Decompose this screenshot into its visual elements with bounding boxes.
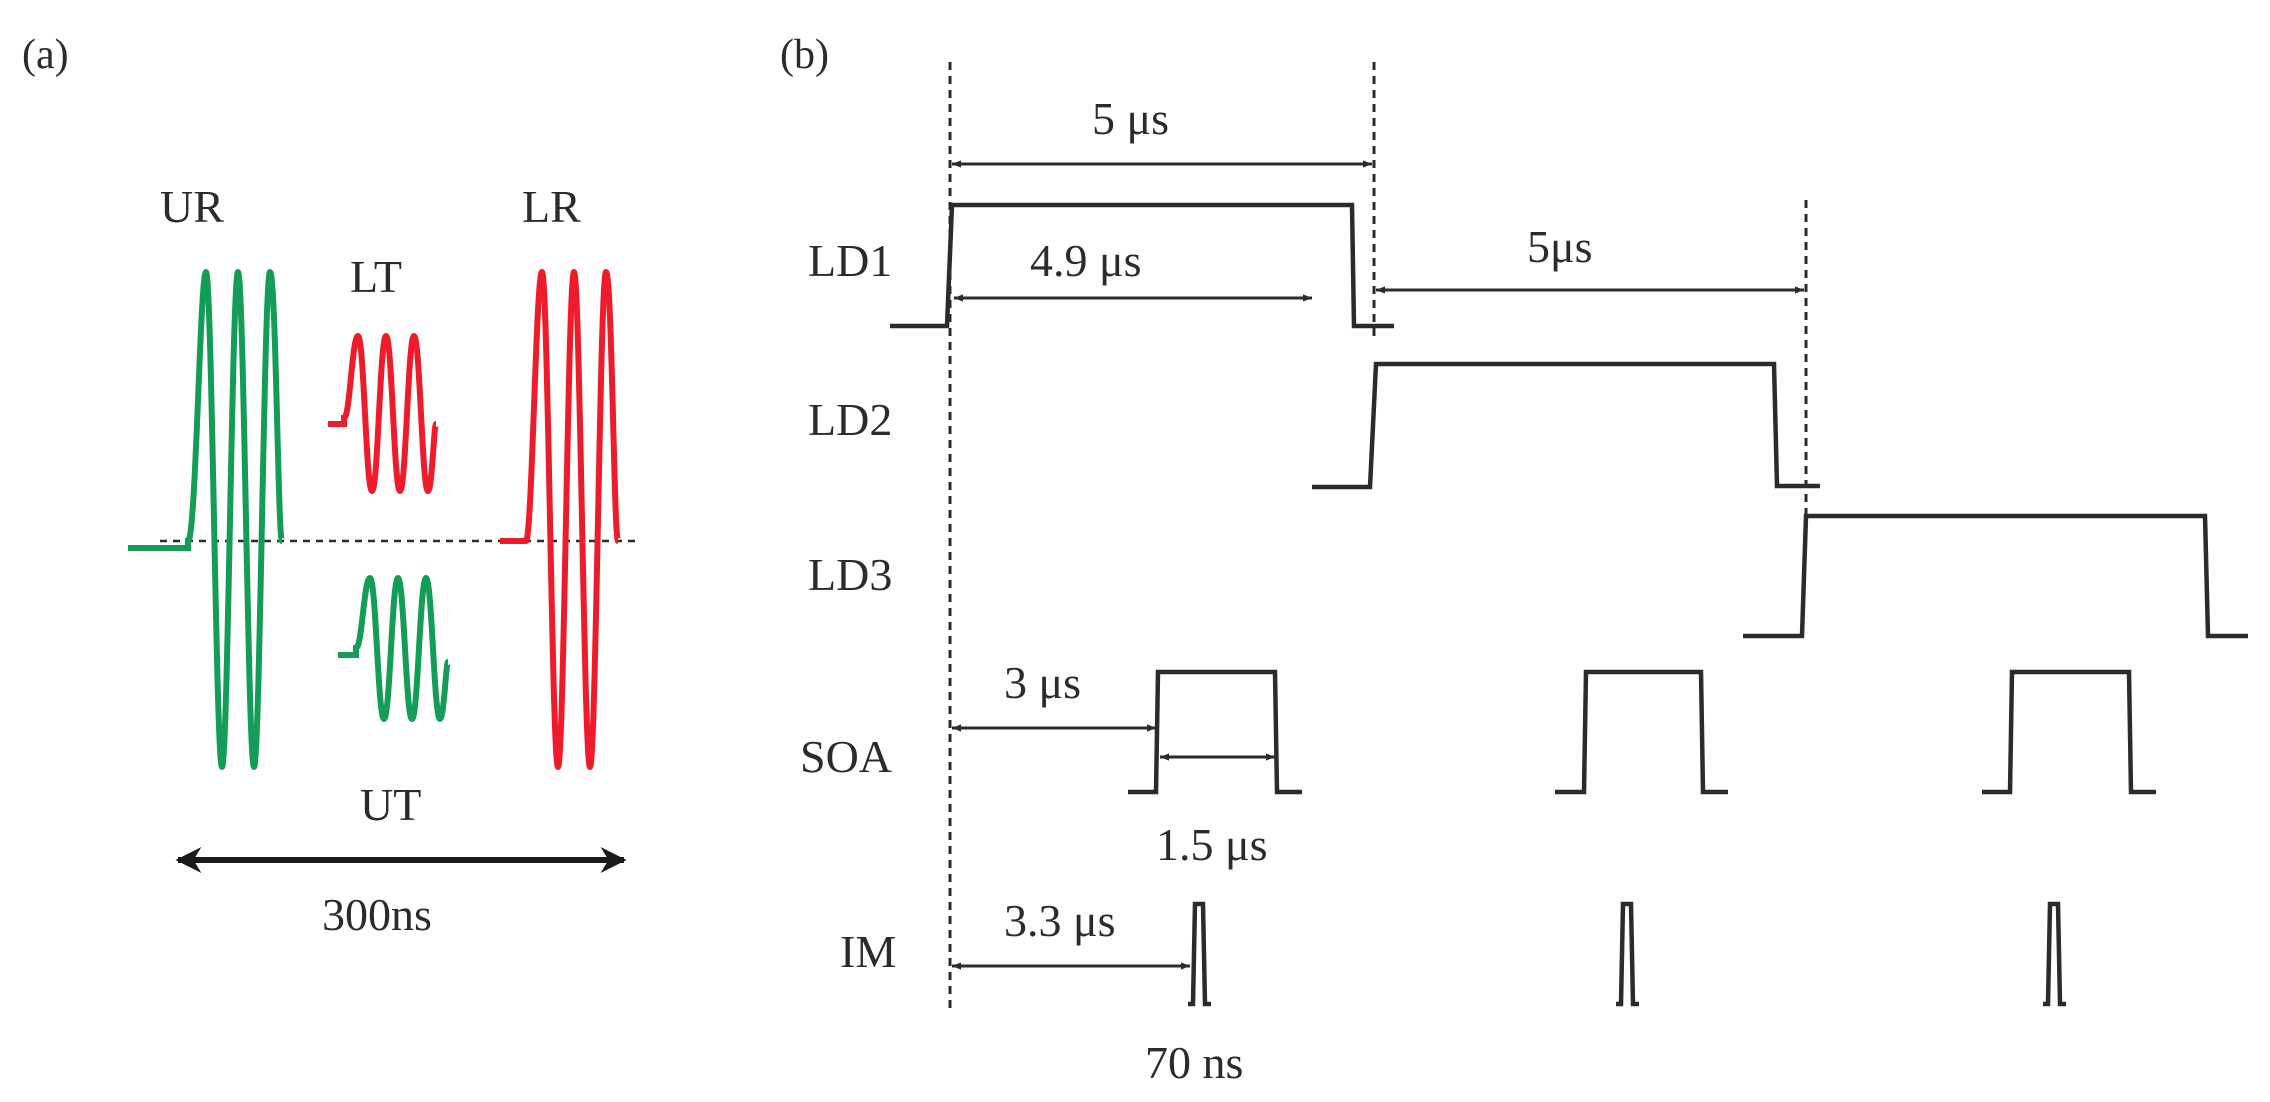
panel-a: (a) UR LT LR UT 300ns (22, 32, 640, 940)
panel-b-label: (b) (780, 32, 829, 78)
ur-label: UR (160, 181, 224, 232)
ld2-label: LD2 (808, 394, 892, 445)
im-label: IM (840, 926, 896, 977)
ut-label: UT (360, 779, 421, 830)
soa-pulse-3 (1982, 669, 2156, 795)
period-dimension-label: 5 μs (1092, 93, 1169, 144)
im-pulse-1 (1188, 901, 1211, 1007)
lr-pulse-waveform (500, 268, 621, 771)
panel-a-label: (a) (22, 32, 69, 78)
lt-pulse-waveform (328, 332, 439, 495)
im-pulse-2 (1616, 901, 1639, 1007)
ur-pulse-waveform (128, 268, 285, 771)
im-width-dimension-label: 70 ns (1145, 1037, 1243, 1088)
ld2-trace (1312, 361, 1820, 490)
ld1-label: LD1 (808, 235, 892, 286)
im-delay-dimension-label: 3.3 μs (1004, 895, 1116, 946)
ld3-trace (1743, 513, 2248, 639)
ld3-label: LD3 (808, 549, 892, 600)
duration-label: 300ns (322, 889, 432, 940)
lt-label: LT (350, 251, 402, 302)
im-pulse-3 (2043, 901, 2066, 1007)
panel-b: (b) LD1 LD2 LD3 SOA IM 5 μs 4.9 μs 5μs (780, 32, 2248, 1088)
soa-delay-dimension-label: 3 μs (1004, 657, 1081, 708)
lr-label: LR (522, 181, 581, 232)
soa-width-dimension-label: 1.5 μs (1156, 819, 1268, 870)
ld2-delay-dimension-label: 5μs (1527, 221, 1593, 272)
soa-pulse-1 (1128, 669, 1302, 795)
ut-pulse-waveform (338, 574, 451, 723)
soa-label: SOA (800, 731, 892, 782)
ld1-trace (890, 202, 1394, 329)
ld1-width-dimension-label: 4.9 μs (1030, 235, 1142, 286)
soa-pulse-2 (1555, 669, 1728, 795)
